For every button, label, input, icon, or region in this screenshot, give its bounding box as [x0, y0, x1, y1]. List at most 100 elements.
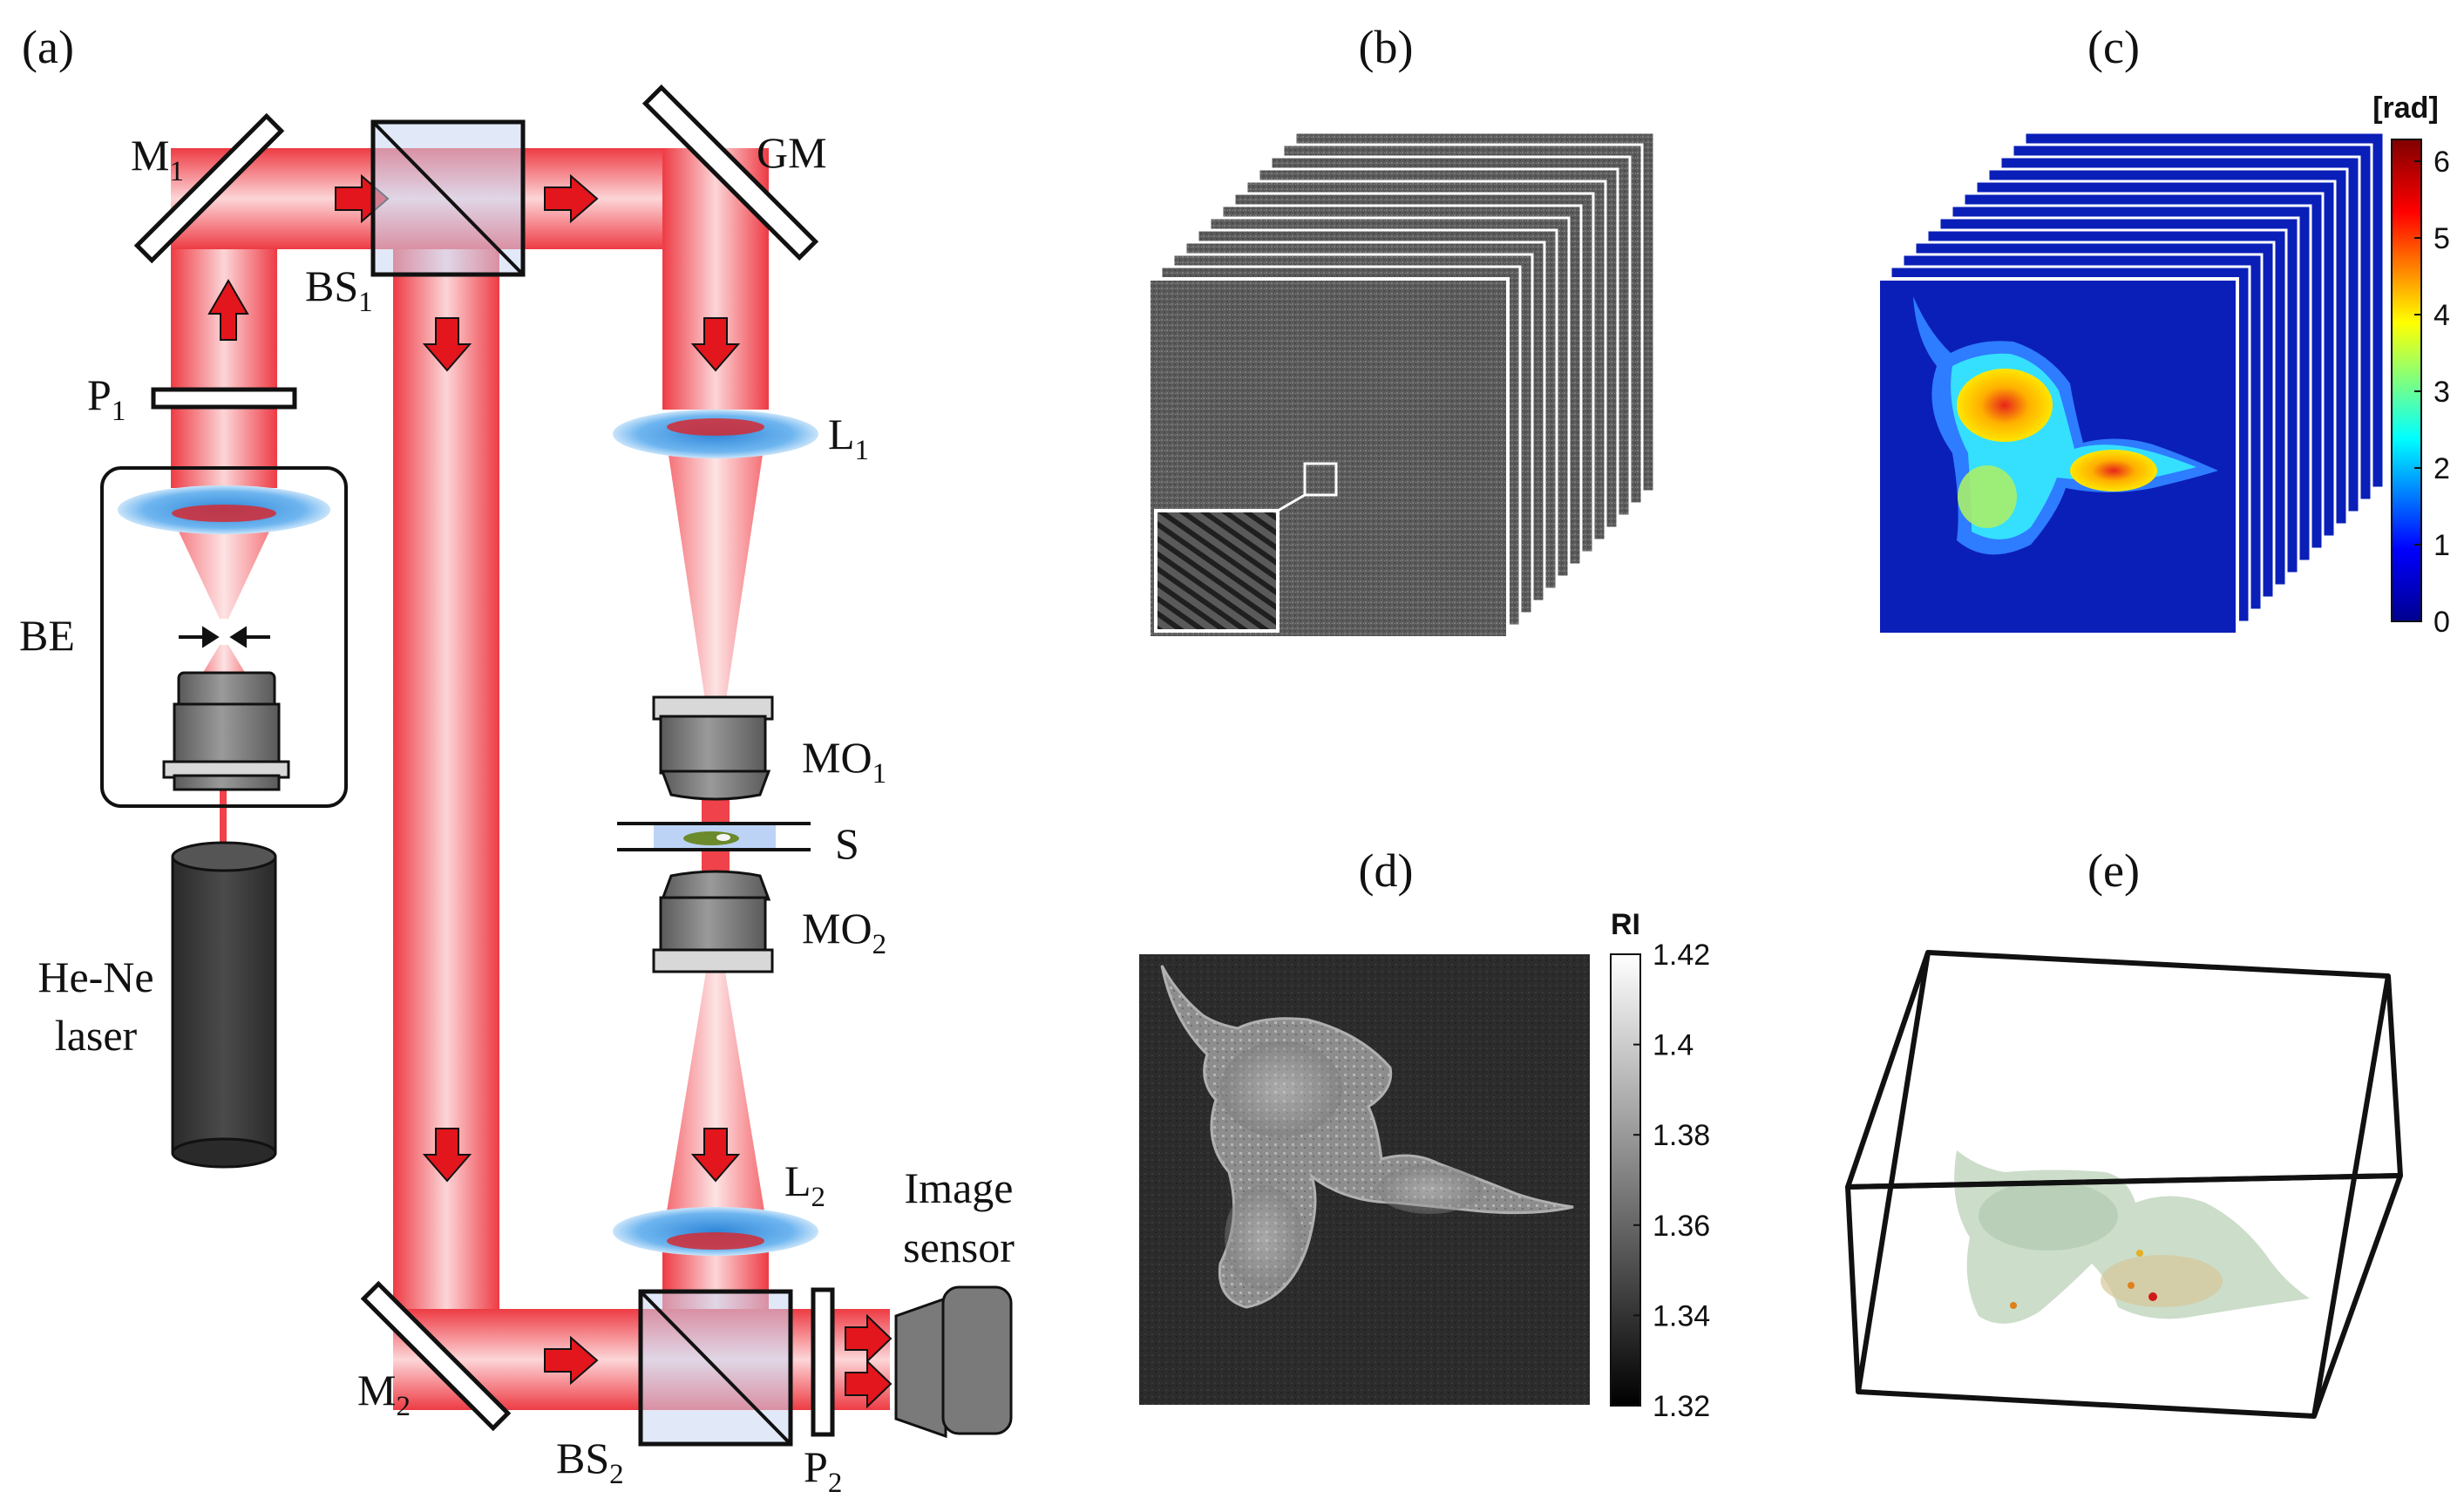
colorbar-ri-tick: 1.38 — [1653, 1119, 1710, 1152]
label-be: BE — [19, 611, 75, 660]
label-p2: P2 — [804, 1442, 842, 1499]
3d-cells-rendering — [1954, 1150, 2310, 1324]
label-l2: L2 — [784, 1156, 825, 1213]
label-p1: P1 — [87, 370, 126, 427]
colorbar-phase-tick: 0 — [2433, 606, 2450, 639]
lens-beam-spot — [667, 1232, 764, 1250]
beam-expander-box — [100, 466, 348, 808]
3d-cell-2 — [2101, 1255, 2223, 1307]
label-bs2: BS2 — [556, 1434, 624, 1490]
arrow-up-icon — [207, 279, 249, 341]
phase-cell-1-peak — [1957, 369, 2053, 442]
image-sensor — [894, 1285, 1013, 1439]
mirror-m1 — [133, 112, 285, 264]
objective-cap — [177, 671, 276, 709]
3d-box-edge — [2311, 975, 2391, 1417]
sample-cell-nucleus — [716, 834, 730, 841]
colorbar-phase-tick: 3 — [2433, 376, 2450, 409]
lens-beam-spot — [172, 505, 276, 522]
sensor-lens-mount — [894, 1296, 947, 1439]
3d-box-top-face — [1845, 950, 2403, 1190]
laser-top — [171, 841, 277, 872]
panel-b-holograms: (b) — [1147, 21, 1656, 640]
panel-e-3d-rendering: (e) — [1845, 844, 2403, 1419]
arrow-down-icon — [422, 317, 472, 372]
colorbar-ri-title: RI — [1611, 908, 1640, 941]
polarizer-p1 — [151, 387, 297, 410]
galvo-mirror-gm — [641, 84, 819, 261]
mirrors — [133, 84, 819, 1432]
objective-ring — [652, 948, 774, 973]
colorbar-ri-tick: 1.36 — [1653, 1210, 1710, 1243]
colorbar-ri-tick: 1.42 — [1653, 939, 1710, 972]
colorbar-ri-tick: 1.34 — [1653, 1299, 1710, 1332]
sample-holder — [617, 822, 811, 851]
arrow-down-icon — [422, 1128, 472, 1183]
objective-body — [173, 702, 281, 769]
objective-body — [659, 896, 767, 956]
beam-cone-expander — [166, 505, 282, 619]
ri-cell-3 — [1225, 1185, 1303, 1290]
panel-label-b: (b) — [1359, 21, 1414, 73]
colorbar-phase-tick: 2 — [2433, 452, 2450, 485]
component-labels: M1 BS1 GM P1 L1 BE MO1 S MO2 L2 M2 BS2 P… — [19, 128, 1015, 1499]
arrow-right-icon — [845, 1313, 893, 1364]
label-mo2: MO2 — [802, 904, 886, 960]
ri-cells — [1160, 965, 1574, 1309]
laser-body — [171, 855, 277, 1155]
colorbar-ri-tick: 1.4 — [1653, 1029, 1694, 1062]
phase-front-image — [1877, 277, 2239, 636]
3d-hotspot — [2128, 1282, 2135, 1289]
arrow-right-icon — [544, 173, 599, 224]
panel-label-c: (c) — [2087, 21, 2140, 73]
3d-hotspot — [2136, 1250, 2143, 1257]
beam-reference-vertical — [393, 249, 499, 1400]
beam-arrows — [207, 173, 893, 1409]
beam-splitter-diagonal — [371, 120, 525, 276]
objective-mo2 — [652, 870, 774, 973]
ri-cell-2 — [1377, 1165, 1482, 1214]
arrow-right-icon — [544, 1335, 599, 1386]
label-sensor-line1: Image — [905, 1163, 1014, 1212]
focus-arrows — [179, 626, 270, 648]
lens-body — [613, 1207, 818, 1256]
phase-cell-3-peak — [1958, 465, 2017, 528]
beam-cone-l1 — [662, 414, 769, 706]
beam-laser-output — [220, 789, 227, 858]
label-m2: M2 — [357, 1366, 411, 1422]
3d-hotspot — [2148, 1292, 2157, 1301]
colorbar-phase — [2391, 139, 2422, 622]
zoom-connector — [1277, 493, 1306, 512]
objective-body — [659, 715, 767, 775]
beam-expander-lens — [118, 485, 330, 534]
arrow-right-icon — [202, 626, 220, 648]
objective-tip — [660, 770, 771, 801]
label-laser-line1: He-Ne — [37, 953, 153, 1001]
colorbar-ri-ticks: 1.42 1.4 1.38 1.36 1.34 1.32 — [1633, 939, 1710, 1423]
label-laser-line2: laser — [55, 1011, 138, 1060]
lens-beam-spot — [667, 418, 764, 436]
colorbar-ri-tick: 1.32 — [1653, 1390, 1710, 1423]
zoom-inset-fringes — [1154, 509, 1280, 633]
colorbar-ri — [1610, 953, 1641, 1407]
phase-cell-2-peak — [2070, 450, 2157, 492]
3d-cell-1 — [1979, 1181, 2118, 1251]
lens-l2 — [613, 1207, 818, 1256]
colorbar-phase-tick: 5 — [2433, 222, 2450, 255]
colorbar-phase-tick: 6 — [2433, 146, 2450, 179]
beam-splitter-diagonal — [639, 1290, 792, 1446]
sample-cell — [683, 831, 739, 845]
label-l1: L1 — [828, 410, 869, 466]
sensor-body — [941, 1285, 1013, 1435]
mirror-m2 — [360, 1280, 512, 1432]
panel-d-ri-slice: (d) RI 1.421.41.381.361.341.32 — [1139, 844, 1710, 1423]
label-gm: GM — [757, 128, 827, 177]
polarizer-p2 — [811, 1287, 835, 1437]
beam-splitter-bs1 — [370, 119, 526, 277]
objective-base — [173, 774, 281, 791]
3d-bounding-box — [1845, 950, 2403, 1419]
3d-box-edge — [1856, 952, 1931, 1393]
